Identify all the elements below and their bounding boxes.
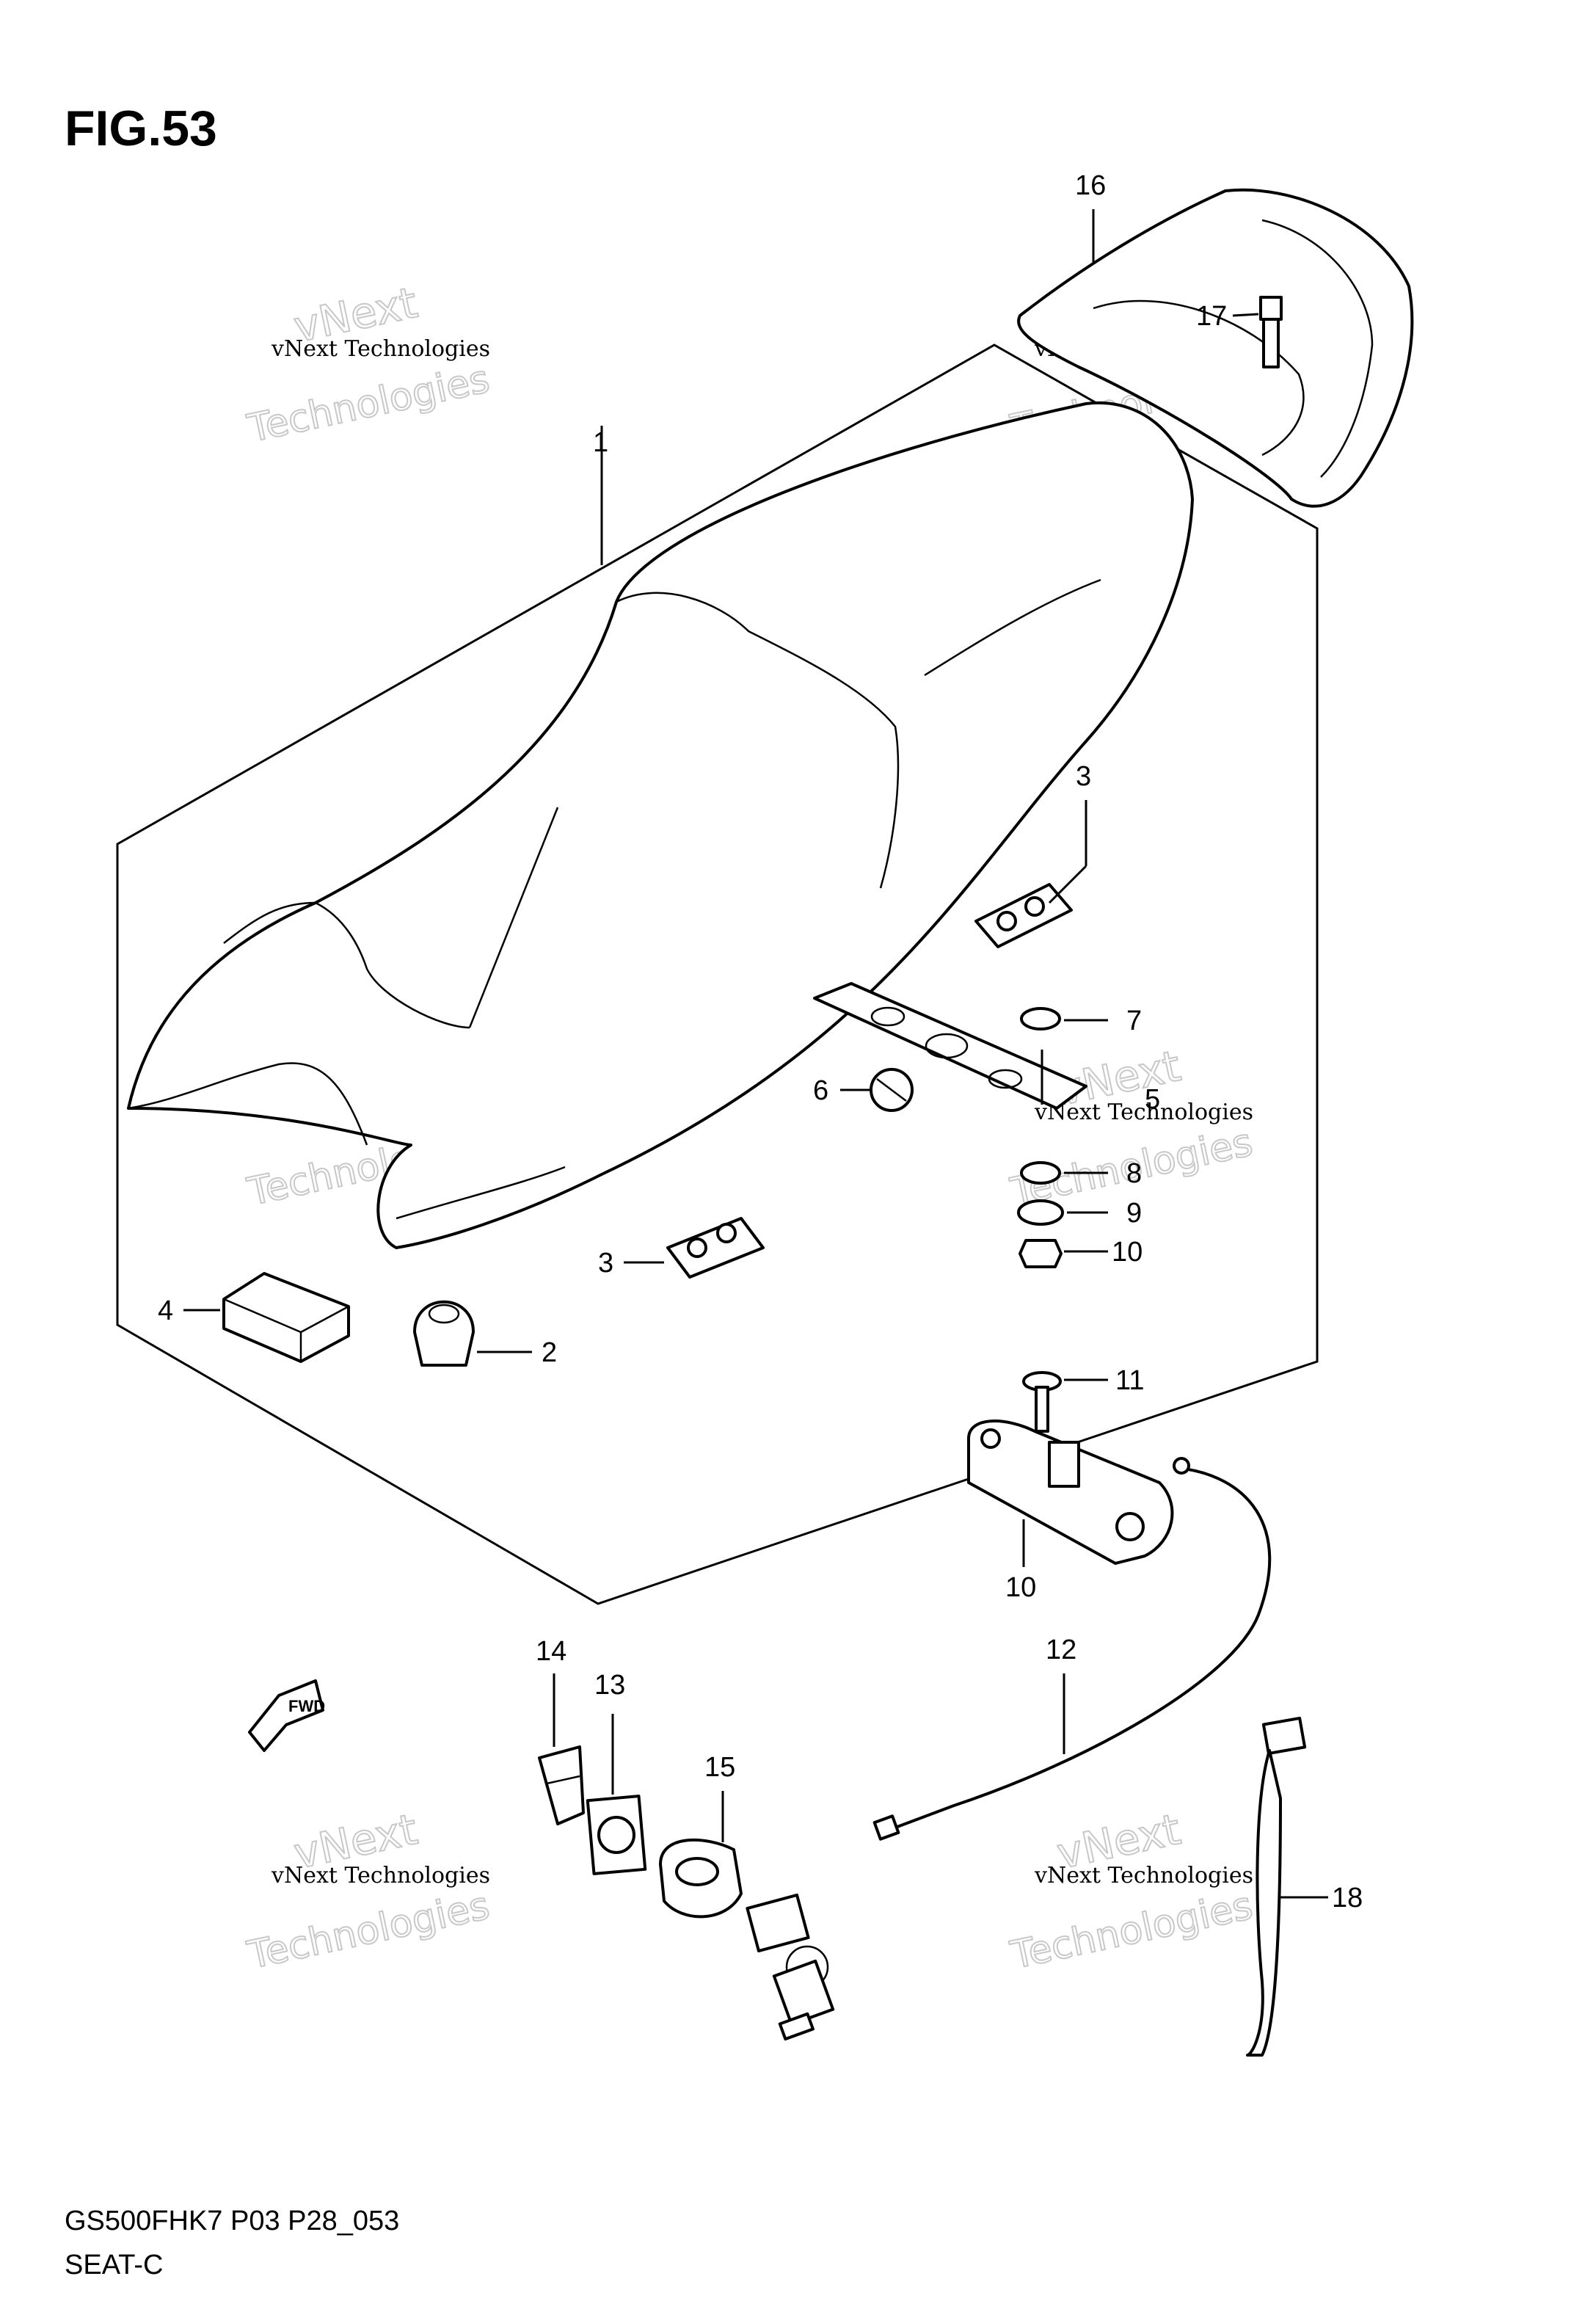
damper-3-lower-part: [666, 1217, 765, 1279]
watermark-line3: Technologies: [244, 1884, 493, 1978]
callout-16: 15: [704, 1752, 735, 1783]
figure-title: FIG.53: [65, 101, 217, 156]
cable-tie-19-part: [1246, 1716, 1307, 2057]
callout-7: 7: [1126, 1006, 1142, 1036]
seat-lock-11-part: [967, 1419, 1174, 1565]
watermark-line3: Technologies: [244, 357, 493, 451]
bolt-18-part: [1259, 296, 1283, 368]
watermark-line2: vNext Technologies: [1034, 1863, 1253, 1889]
assembly-boundary: [116, 343, 1319, 1605]
watermark-line2: vNext Technologies: [271, 1863, 490, 1889]
bracket-5-part: [813, 982, 1087, 1110]
callout-1: 1: [593, 427, 608, 458]
lock-set-16-part: [659, 1838, 835, 2041]
seat-part: [127, 401, 1194, 1249]
watermark-line2: vNext Technologies: [271, 336, 490, 362]
fwd-label: FWD: [288, 1697, 325, 1715]
pad-4-part: [222, 1272, 350, 1363]
leader-18: [1232, 313, 1259, 317]
callout-10: 10: [1112, 1237, 1143, 1268]
grab-rail-part: [1017, 188, 1414, 508]
cable-13-part: [872, 1457, 1272, 1841]
callout-11: 10: [1005, 1572, 1036, 1603]
nut-6-part: [870, 1068, 914, 1112]
callout-14: 13: [594, 1670, 625, 1701]
watermark-line2: vNext Technologies: [1034, 1099, 1253, 1125]
fwd-arrow-icon: FWD: [248, 1679, 325, 1752]
callout-15: 14: [536, 1636, 566, 1667]
callout-13: 12: [1046, 1635, 1076, 1665]
watermark-line3: Technologies: [1007, 1884, 1256, 1978]
section-name: SEAT-C: [65, 2250, 163, 2280]
callout-19: 18: [1332, 1883, 1363, 1913]
callout-12: 11: [1115, 1365, 1144, 1396]
callout-5: 5: [1145, 1084, 1160, 1115]
screw-12-part: [1022, 1371, 1062, 1433]
callout-2: 2: [542, 1337, 557, 1368]
callout-18: 17: [1196, 301, 1227, 332]
cap-2-part: [413, 1300, 475, 1367]
leader-3a-b: [1048, 865, 1087, 904]
plate-14-part: [586, 1795, 647, 1875]
callout-8: 8: [1126, 1158, 1142, 1189]
model-code: GS500FHK7 P03 P28_053: [65, 2206, 399, 2236]
callout-3b: 3: [598, 1248, 613, 1279]
damper-3-upper-part: [974, 883, 1073, 948]
washer-9-part: [1017, 1199, 1064, 1226]
callout-3a: 3: [1076, 761, 1091, 792]
clip-15-part: [538, 1745, 585, 1825]
callout-17: 16: [1075, 170, 1106, 201]
callout-4: 4: [158, 1295, 173, 1326]
washer-8-part: [1020, 1161, 1061, 1185]
nut-10-part: [1019, 1239, 1063, 1268]
callout-9: 9: [1126, 1198, 1142, 1229]
callout-6: 6: [813, 1075, 828, 1106]
washer-7-part: [1020, 1007, 1061, 1030]
